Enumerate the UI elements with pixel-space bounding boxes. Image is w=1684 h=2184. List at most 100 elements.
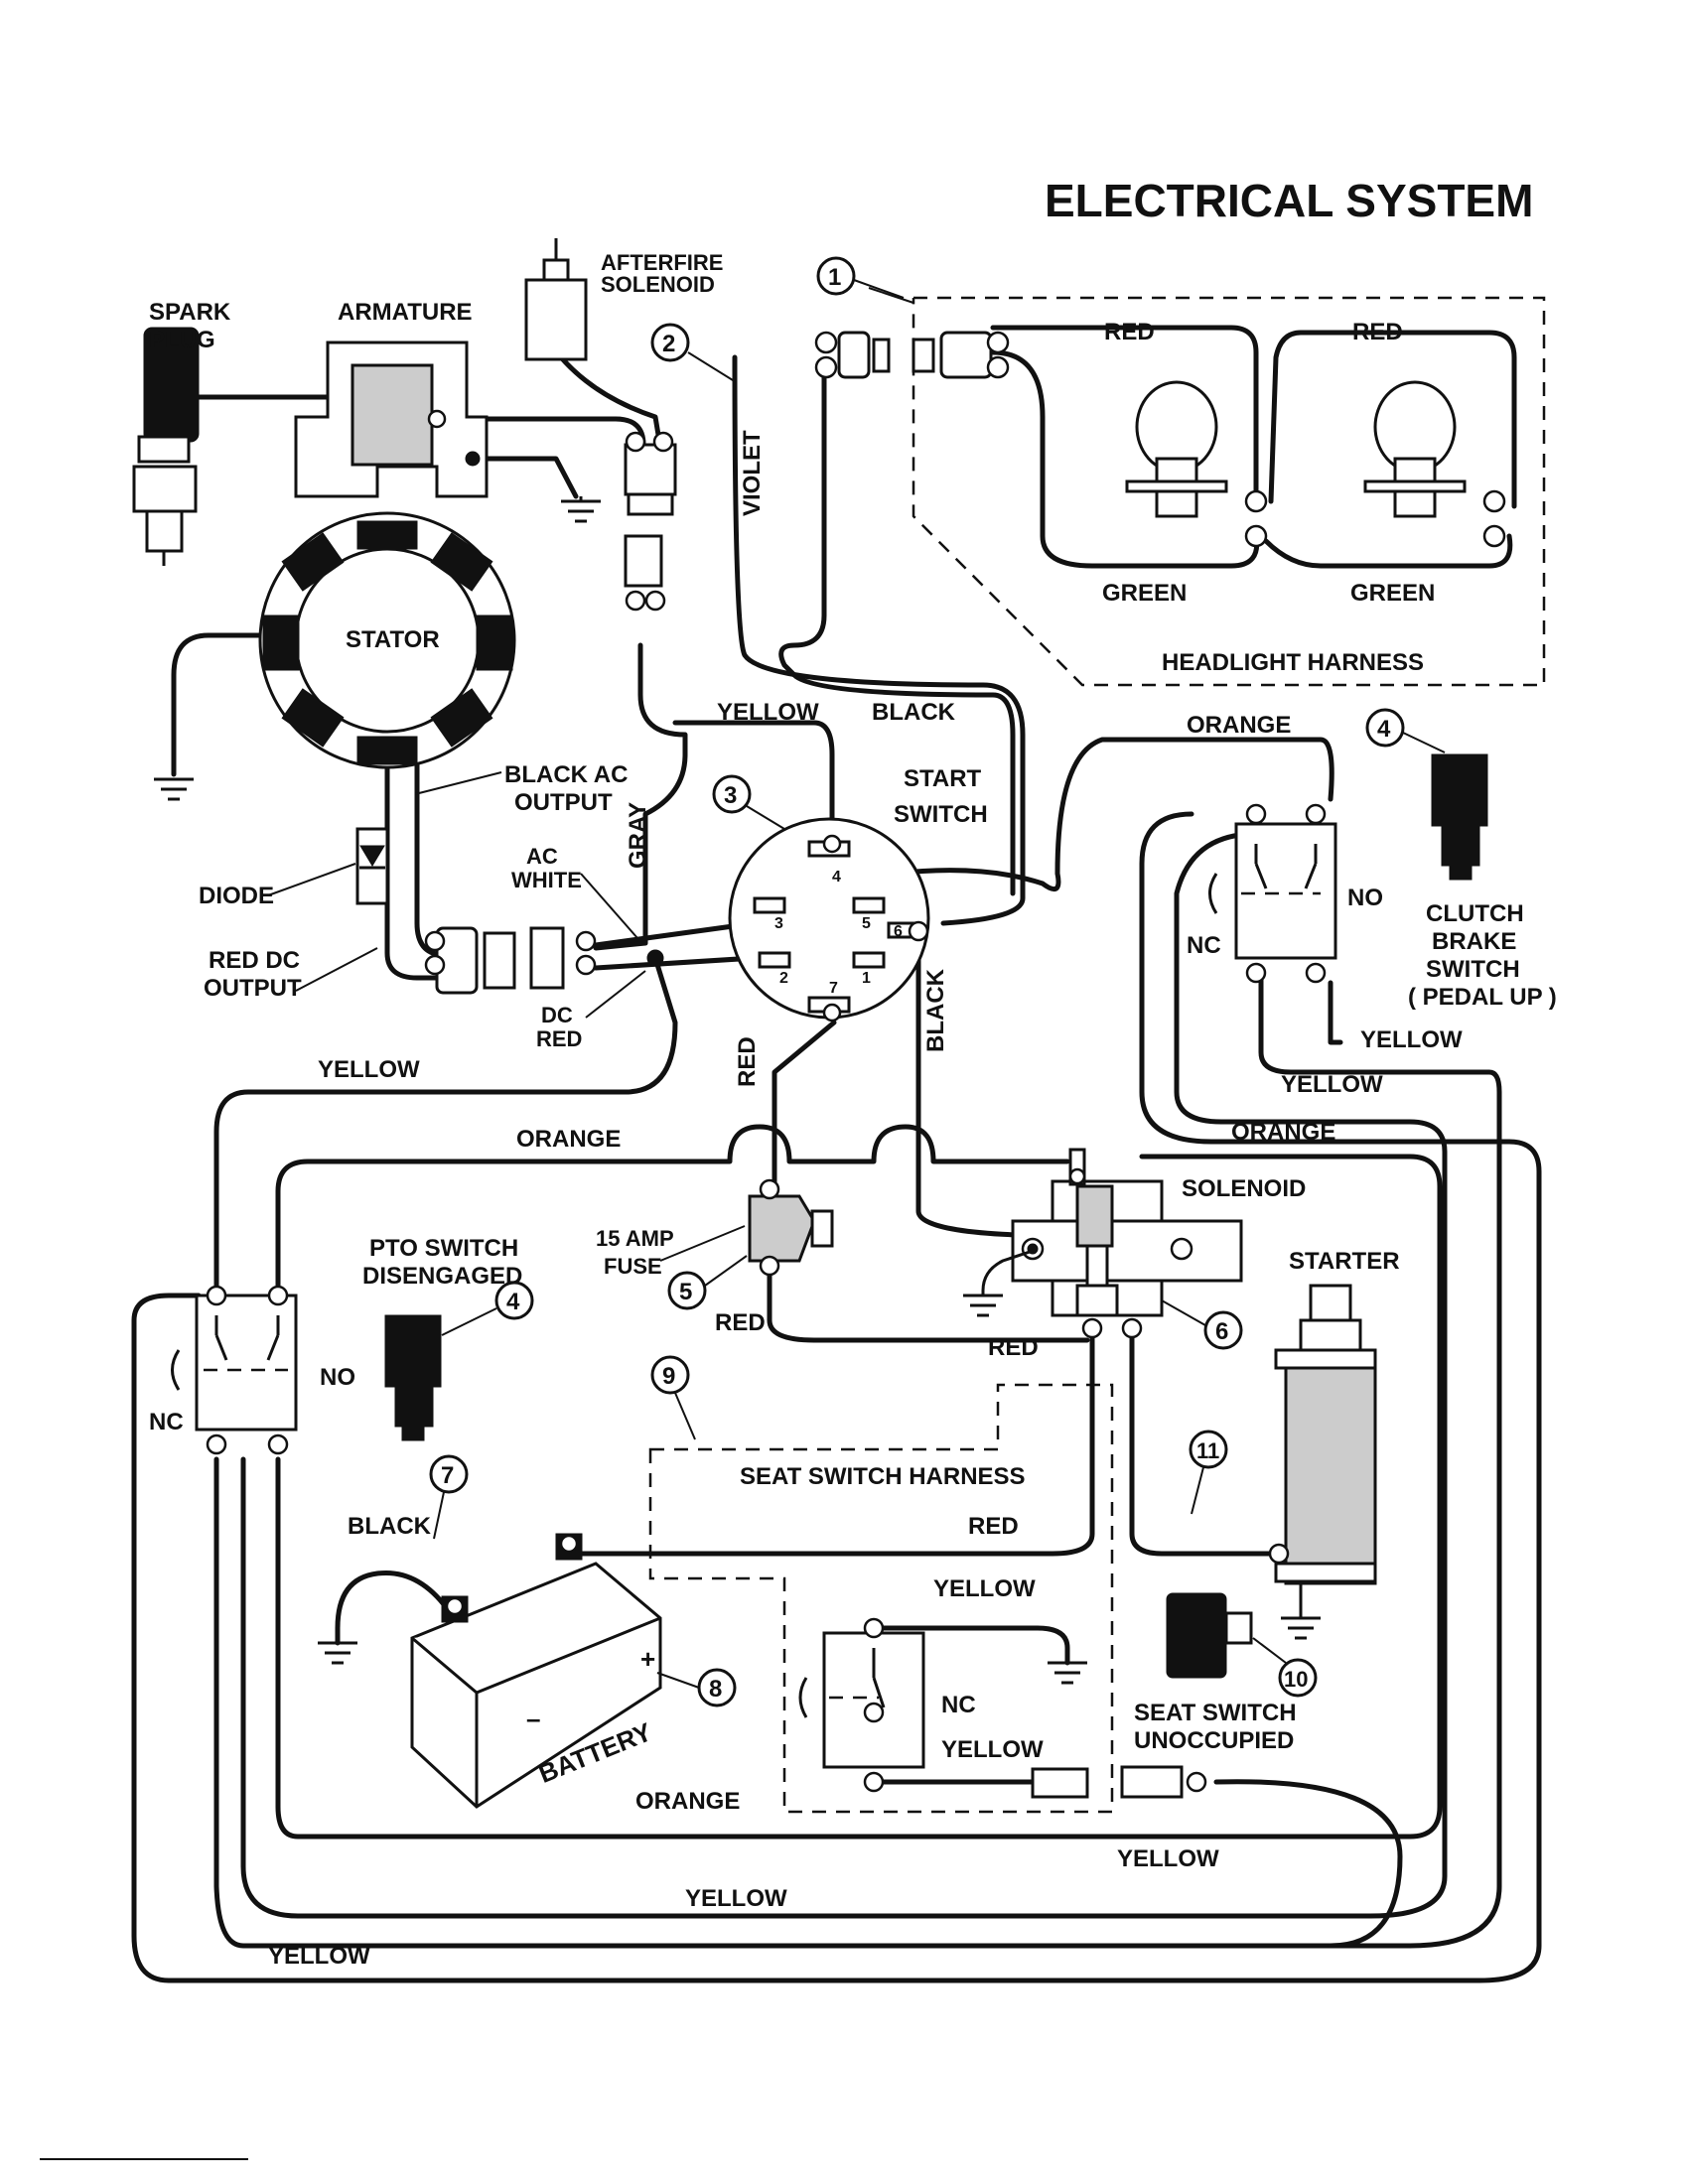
yellow-clutch-long-wire [240,831,1448,1919]
pto-no-label: NO [320,1364,355,1391]
start-switch-icon[interactable] [728,817,930,1023]
headlight-red-wire [990,325,1259,499]
armature-label: ARMATURE [338,299,473,326]
diode-icon [355,827,389,905]
callout-11: 11 [1189,1430,1228,1469]
pto-nc-label: NC [149,1409,184,1435]
green-wire-label: GREEN [1102,580,1187,607]
callout-6: 6 [1203,1310,1243,1350]
afterfire-lead [558,354,663,450]
yellow-wire-label: YELLOW [933,1575,1036,1602]
yellow-to-switch-4 [672,720,835,847]
callout-1: 1 [816,256,856,296]
gray-wire-label: GRAY [625,802,651,869]
callout-9: 9 [650,1355,690,1395]
yellow-wire-label: YELLOW [1117,1845,1219,1872]
gray-wire [593,642,688,951]
clutch-no-stub [1328,980,1343,1045]
yellow-wire-label: YELLOW [318,1056,420,1083]
ac-white-wire [593,920,758,948]
armature-icon [294,341,489,498]
solenoid-icon [1011,1148,1243,1339]
starter-label: STARTER [1289,1248,1400,1275]
violet-wire [732,354,1026,926]
wiring [131,325,1542,1983]
headlight-red-wire-2 [1268,330,1517,509]
svg-text:4: 4 [506,1289,520,1315]
starter-cable [1129,1322,1284,1557]
clutch-switch-part-icon [1431,753,1488,881]
black-wire-label: BLACK [922,968,949,1052]
stator-icon [258,511,516,769]
yellow-wire-label: YELLOW [268,1943,370,1970]
orange-wire-label: ORANGE [1187,712,1291,739]
svg-text:11: 11 [1196,1438,1219,1463]
orange-lower-wire [275,1154,1443,1840]
black-headlight-wire [778,364,1016,896]
fuse-icon [748,1178,834,1277]
seat-switch-part-icon [1166,1592,1253,1679]
terminal-3-label: 3 [774,915,783,932]
starter-icon [1268,1284,1377,1640]
red-wire-label: RED [968,1513,1019,1540]
svg-text:10: 10 [1284,1667,1308,1692]
spark-plug-icon [132,327,200,566]
yellow-wire-label: YELLOW [1360,1026,1463,1053]
diode-label: DIODE [199,883,274,909]
yellow-dc-wire [213,955,678,1294]
seat-switch-yellow [1213,1779,1403,1949]
stator-ground-wire [171,632,271,777]
seat-switch-harness-box: SEAT SWITCH HARNESS [648,1383,1114,1814]
terminal-2-label: 2 [779,970,788,987]
svg-text:1: 1 [828,264,841,291]
red-wire-label: RED [734,1036,761,1087]
headlight-connector-icon [814,331,1010,379]
callout-8: 8 [697,1668,737,1707]
clutch-no-label: NO [1347,885,1383,911]
callout-4: 4 [1365,708,1405,748]
yellow-wire-label: YELLOW [941,1736,1044,1763]
red-wire-label: RED [1104,319,1155,345]
armature-ground-wire [470,456,579,499]
orange-upper-wire [275,1124,1070,1298]
pto-switch-icon[interactable] [171,1285,298,1455]
svg-text:8: 8 [709,1676,722,1703]
headlight-bulb-icon [1125,380,1268,548]
callout-7: 7 [429,1454,469,1494]
stator-label: STATOR [346,626,440,653]
solenoid-label: SOLENOID [1182,1175,1306,1202]
seat-nc-label: NC [941,1692,976,1718]
terminal-6-label: 6 [894,923,903,940]
callout-10: 10 [1278,1658,1318,1698]
orange-wire-label: ORANGE [1231,1119,1335,1146]
red-wire-label: RED [988,1334,1039,1361]
seat-yellow-ground [881,1625,1070,1666]
headlight-harness-label: HEADLIGHT HARNESS [1162,649,1424,676]
battery-icon: + – [410,1533,662,1809]
svg-text:4: 4 [1377,716,1391,743]
red-switch-to-fuse [762,1020,837,1204]
seat-connector-icon [1031,1765,1207,1799]
red-solenoid-to-battery [568,1322,1095,1557]
svg-text:6: 6 [1215,1318,1228,1345]
black-wire-label: BLACK [348,1513,432,1540]
red-wire-label: RED [1352,319,1403,345]
yellow-wire-label: YELLOW [685,1885,787,1912]
terminal-1-label: 1 [862,970,871,987]
green-wire-label: GREEN [1350,580,1435,607]
red-wire-label: RED [715,1309,766,1336]
svg-text:–: – [526,1704,540,1733]
headlight-bulb-icon [1363,380,1506,548]
diagram-title: ELECTRICAL SYSTEM [1045,175,1533,226]
terminal-5-label: 5 [862,915,871,932]
clutch-brake-switch-icon[interactable] [1208,803,1337,984]
yellow-wire-label: YELLOW [1281,1071,1383,1098]
clutch-nc-label: NC [1187,932,1221,959]
